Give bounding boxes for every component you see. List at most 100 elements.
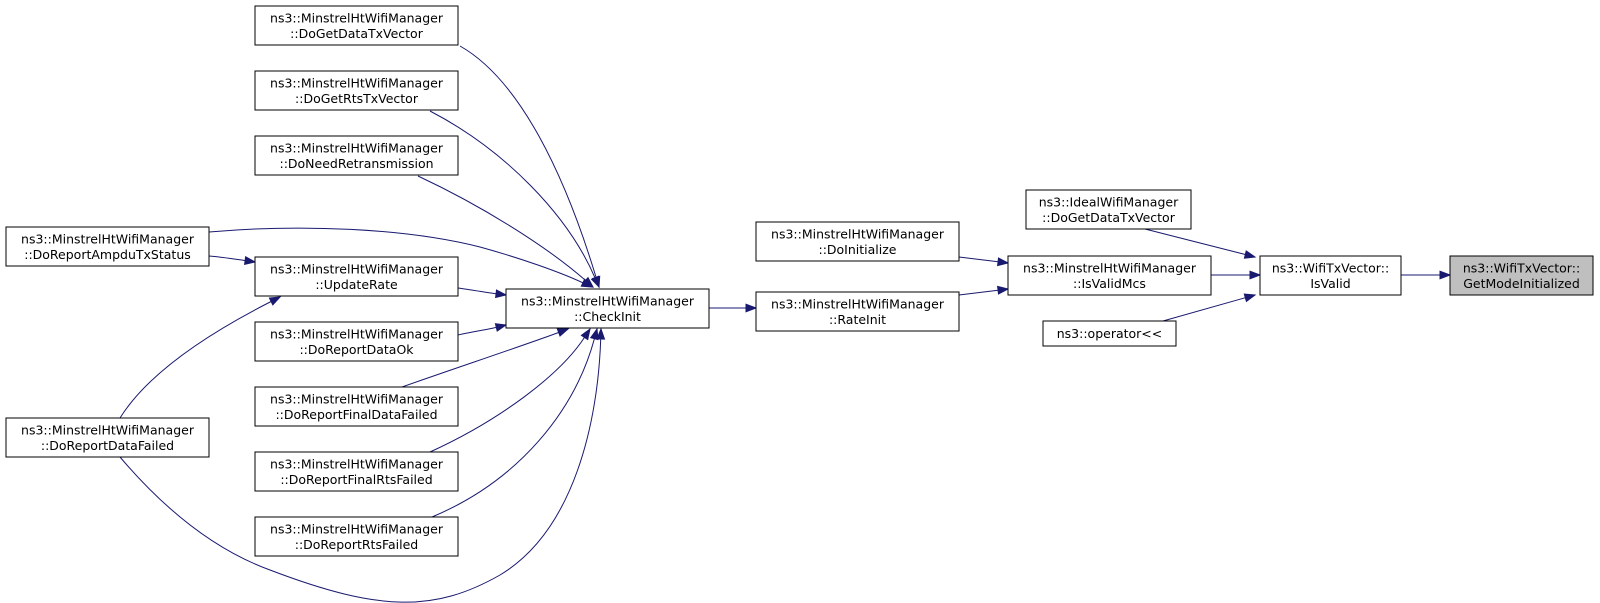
node-label-line: IsValid xyxy=(1310,276,1350,291)
arrowhead-icon xyxy=(590,275,600,289)
edge-line xyxy=(429,337,585,453)
edge-doReportFinalRtsFailed-to-checkInit xyxy=(429,327,591,453)
nodes-layer: ns3::MinstrelHtWifiManager::DoGetDataTxV… xyxy=(5,5,1594,557)
edge-line xyxy=(208,255,246,262)
edge-doReportAmpduTxStatus-to-checkInit xyxy=(208,227,594,288)
node-label-line: ns3::MinstrelHtWifiManager xyxy=(521,293,695,308)
node-label-line: ns3::MinstrelHtWifiManager xyxy=(270,10,444,25)
node-doReportDataFailed[interactable]: ns3::MinstrelHtWifiManager::DoReportData… xyxy=(5,417,210,458)
node-label-line: GetModeInitialized xyxy=(1463,276,1580,291)
edge-doInitialize-to-isValidMcs xyxy=(958,256,1010,267)
edge-line xyxy=(958,289,999,296)
edge-checkInit-to-rateInit xyxy=(709,303,758,313)
arrowhead-icon xyxy=(580,278,594,288)
arrowhead-icon xyxy=(589,327,599,341)
edge-line xyxy=(457,287,497,295)
edge-line xyxy=(401,332,559,388)
node-label-line: ns3::MinstrelHtWifiManager xyxy=(270,521,444,536)
node-label-line: ns3::MinstrelHtWifiManager xyxy=(270,456,444,471)
node-box xyxy=(755,291,960,332)
node-label-line: ::IsValidMcs xyxy=(1073,276,1146,291)
edge-line xyxy=(457,326,497,336)
node-doReportDataOk[interactable]: ns3::MinstrelHtWifiManager::DoReportData… xyxy=(254,321,459,362)
node-idealDoGetDataTxVector[interactable]: ns3::IdealWifiManager::DoGetDataTxVector xyxy=(1025,189,1192,230)
node-label-line: ns3::WifiTxVector:: xyxy=(1463,260,1580,275)
node-box xyxy=(1042,320,1177,347)
edge-line xyxy=(1162,297,1246,322)
node-label-line: ::DoGetDataTxVector xyxy=(1042,210,1176,225)
arrowhead-icon xyxy=(580,327,591,341)
node-label-line: ns3::MinstrelHtWifiManager xyxy=(270,326,444,341)
node-box xyxy=(254,135,459,176)
arrowhead-icon xyxy=(596,327,606,340)
arrowhead-icon xyxy=(1243,250,1257,259)
node-isValidMcs[interactable]: ns3::MinstrelHtWifiManager::IsValidMcs xyxy=(1007,255,1212,296)
edge-updateRate-to-checkInit xyxy=(457,287,508,299)
node-label-line: ::UpdateRate xyxy=(315,277,398,292)
node-label-line: ns3::WifiTxVector:: xyxy=(1272,260,1389,275)
node-label-line: ns3::MinstrelHtWifiManager xyxy=(270,391,444,406)
node-label-line: ::DoNeedRetransmission xyxy=(279,156,433,171)
node-doReportRtsFailed[interactable]: ns3::MinstrelHtWifiManager::DoReportRtsF… xyxy=(254,516,459,557)
edge-doReportAmpduTxStatus-to-updateRate xyxy=(208,255,257,265)
edges-layer xyxy=(119,45,1452,603)
edge-rateInit-to-isValidMcs xyxy=(958,285,1010,296)
node-box xyxy=(254,5,459,46)
arrowhead-icon xyxy=(556,328,570,337)
node-box xyxy=(254,516,459,557)
node-rateInit[interactable]: ns3::MinstrelHtWifiManager::RateInit xyxy=(755,291,960,332)
edge-isValidMcs-to-isValid xyxy=(1211,270,1262,280)
edge-line xyxy=(1144,228,1246,255)
node-box xyxy=(254,256,459,297)
node-box xyxy=(254,386,459,427)
node-label-line: ns3::MinstrelHtWifiManager xyxy=(1023,260,1197,275)
node-doGetDataTxVector[interactable]: ns3::MinstrelHtWifiManager::DoGetDataTxV… xyxy=(254,5,459,46)
edge-doReportDataFailed-to-checkInit xyxy=(119,327,606,603)
node-label-line: ns3::MinstrelHtWifiManager xyxy=(771,226,945,241)
arrowhead-icon xyxy=(1439,270,1452,280)
arrowhead-icon xyxy=(997,285,1010,295)
node-box xyxy=(5,417,210,458)
node-label-line: ::DoReportFinalRtsFailed xyxy=(280,472,432,487)
node-doReportFinalDataFailed[interactable]: ns3::MinstrelHtWifiManager::DoReportFina… xyxy=(254,386,459,427)
node-label-line: ::RateInit xyxy=(829,312,886,327)
node-box xyxy=(254,70,459,111)
arrowhead-icon xyxy=(494,323,508,332)
edge-line xyxy=(429,110,596,278)
node-label-line: ns3::MinstrelHtWifiManager xyxy=(270,75,444,90)
node-label-line: ::DoReportAmpduTxStatus xyxy=(24,247,191,262)
node-doNeedRetransmission[interactable]: ns3::MinstrelHtWifiManager::DoNeedRetran… xyxy=(254,135,459,176)
node-isValid[interactable]: ns3::WifiTxVector::IsValid xyxy=(1259,255,1402,296)
node-doInitialize[interactable]: ns3::MinstrelHtWifiManager::DoInitialize xyxy=(755,221,960,262)
node-label-line: ns3::MinstrelHtWifiManager xyxy=(21,422,195,437)
arrowhead-icon xyxy=(745,303,758,313)
node-label-line: ::DoGetRtsTxVector xyxy=(295,91,419,106)
node-updateRate[interactable]: ns3::MinstrelHtWifiManager::UpdateRate xyxy=(254,256,459,297)
node-box xyxy=(505,288,710,329)
node-box xyxy=(1025,189,1192,230)
edge-line xyxy=(119,338,602,603)
node-doReportFinalRtsFailed[interactable]: ns3::MinstrelHtWifiManager::DoReportFina… xyxy=(254,451,459,492)
arrowhead-icon xyxy=(1243,293,1257,303)
edge-doReportFinalDataFailed-to-checkInit xyxy=(401,328,570,388)
node-label-line: ns3::IdealWifiManager xyxy=(1039,194,1179,209)
node-checkInit[interactable]: ns3::MinstrelHtWifiManager::CheckInit xyxy=(505,288,710,329)
edge-line xyxy=(958,256,999,263)
node-label-line: ns3::MinstrelHtWifiManager xyxy=(270,140,444,155)
edge-operatorShift-to-isValid xyxy=(1162,293,1257,322)
node-doReportAmpduTxStatus[interactable]: ns3::MinstrelHtWifiManager::DoReportAmpd… xyxy=(5,226,210,267)
node-operatorShift[interactable]: ns3::operator<< xyxy=(1042,320,1177,347)
node-label-line: ns3::operator<< xyxy=(1057,326,1163,341)
node-box xyxy=(1259,255,1402,296)
arrowhead-icon xyxy=(1249,270,1262,280)
node-label-line: ::DoReportDataOk xyxy=(299,342,414,357)
arrowhead-icon xyxy=(268,296,282,306)
node-label-line: ::DoReportRtsFailed xyxy=(295,537,419,552)
node-label-line: ::DoReportFinalDataFailed xyxy=(275,407,437,422)
edge-doReportDataOk-to-checkInit xyxy=(457,323,508,336)
edge-line xyxy=(119,301,272,419)
node-doGetRtsTxVector[interactable]: ns3::MinstrelHtWifiManager::DoGetRtsTxVe… xyxy=(254,70,459,111)
node-box xyxy=(254,451,459,492)
node-getModeInitialized[interactable]: ns3::WifiTxVector::GetModeInitialized xyxy=(1449,255,1594,296)
